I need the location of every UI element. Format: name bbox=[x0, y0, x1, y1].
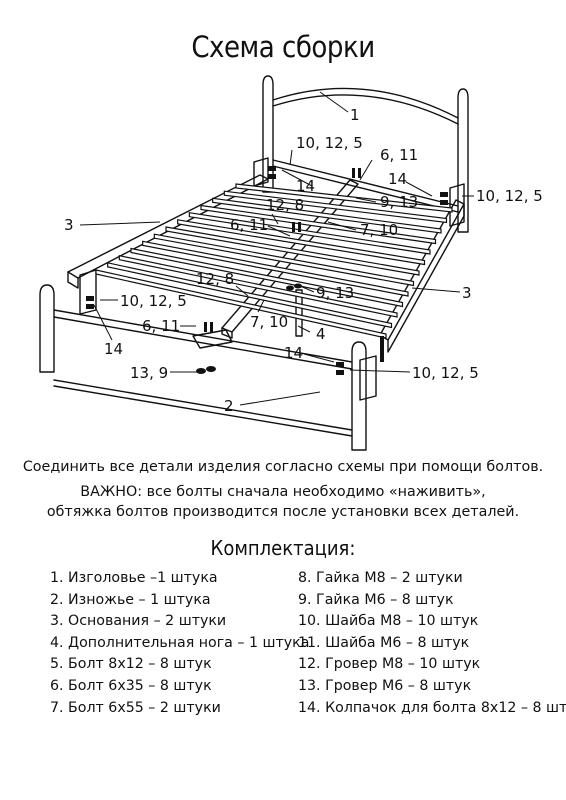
label-bolt-mid: 6, 11 bbox=[230, 216, 268, 234]
label-grover-mid: 12, 8 bbox=[196, 270, 234, 288]
headboard-bar bbox=[272, 159, 459, 207]
label-hw-foot-right: 10, 12, 5 bbox=[412, 364, 479, 382]
list-item: 7. Болт 6х55 – 2 штуки bbox=[50, 699, 221, 716]
slat bbox=[235, 183, 453, 213]
label-long-bolt-bottom: 7, 10 bbox=[250, 313, 288, 331]
label-cap-foot-left: 14 bbox=[104, 340, 123, 358]
label-nut-top: 9, 13 bbox=[380, 193, 418, 211]
label-nut-leg: 13, 9 bbox=[130, 364, 168, 382]
slat bbox=[212, 197, 442, 234]
kit-list-right: 8. Гайка М8 – 2 штуки 9. Гайка М6 – 8 шт… bbox=[298, 568, 566, 719]
footboard-bar bbox=[53, 309, 353, 363]
label-cap-foot-right: 14 bbox=[284, 344, 303, 362]
label-base-left: 3 bbox=[64, 216, 74, 234]
label-footboard: 2 bbox=[224, 397, 234, 415]
footboard-post-right bbox=[351, 341, 367, 451]
list-item: 4. Дополнительная нога – 1 штука bbox=[50, 634, 310, 651]
list-item: 12. Гровер М8 – 10 штук bbox=[298, 656, 481, 673]
list-item: 3. Основания – 2 штуки bbox=[50, 613, 227, 630]
label-nut-mid: 9, 13 bbox=[316, 284, 354, 302]
center-beam bbox=[221, 179, 359, 333]
slat bbox=[107, 262, 393, 329]
label-cap-head-right: 14 bbox=[388, 170, 407, 188]
leg-foot bbox=[192, 329, 233, 349]
label-cap-head-left: 14 bbox=[296, 177, 315, 195]
headboard-plate-right bbox=[449, 183, 465, 227]
extra-leg bbox=[295, 289, 303, 337]
label-long-bolt-top: 7, 10 bbox=[360, 221, 398, 239]
headboard-post-right bbox=[457, 88, 469, 233]
page-title: Схема сборки bbox=[191, 30, 375, 64]
slat bbox=[177, 219, 426, 266]
footboard-plate-left bbox=[79, 269, 97, 315]
list-item: 2. Изножье – 1 штука bbox=[50, 591, 211, 608]
slat bbox=[188, 211, 431, 255]
label-hw-head-right: 10, 12, 5 bbox=[476, 187, 543, 205]
label-hw-head-left: 10, 12, 5 bbox=[296, 134, 363, 152]
headboard-post-left bbox=[262, 75, 274, 193]
list-item: 9. Гайка М6 – 8 штук bbox=[298, 591, 454, 608]
slat bbox=[130, 247, 404, 308]
list-item: 5. Болт 8х12 – 8 штук bbox=[50, 656, 212, 673]
slat bbox=[153, 233, 415, 287]
slat bbox=[200, 204, 437, 245]
label-headboard: 1 bbox=[350, 106, 360, 124]
kit-list-left: 1. Изголовье –1 штука 2. Изножье – 1 шту… bbox=[50, 568, 309, 719]
list-item: 13. Гровер М6 – 8 штук bbox=[298, 677, 472, 694]
list-item: 1. Изголовье –1 штука bbox=[50, 570, 218, 586]
list-item: 14. Колпачок для болта 8х12 – 8 шт bbox=[298, 699, 566, 716]
slat bbox=[223, 190, 448, 224]
bed-assembly-diagram: 1 10, 12, 5 6, 11 14 14 10, 12, 5 9, 13 … bbox=[39, 75, 543, 451]
label-bolt-leg: 6, 11 bbox=[142, 317, 180, 335]
list-item: 11. Шайба М6 – 8 штук bbox=[298, 634, 470, 651]
label-hw-foot-left: 10, 12, 5 bbox=[120, 292, 187, 310]
headboard-arch bbox=[272, 87, 459, 119]
kit-title: Комплектация: bbox=[210, 536, 356, 560]
label-hw-center-top: 6, 11 bbox=[380, 146, 418, 164]
slat bbox=[165, 226, 420, 276]
instruction-line: Соединить все детали изделия согласно сх… bbox=[22, 459, 544, 475]
slat bbox=[95, 269, 387, 339]
list-item: 10. Шайба М8 – 10 штук bbox=[298, 613, 479, 630]
label-base-right: 3 bbox=[462, 284, 472, 302]
list-item: 8. Гайка М8 – 2 штуки bbox=[298, 570, 463, 586]
headboard-plate-left bbox=[253, 157, 269, 187]
footboard-plate-right bbox=[359, 355, 377, 401]
instruction-line: ВАЖНО: все болты сначала необходимо «наж… bbox=[80, 484, 486, 500]
instruction-line: обтяжка болтов производится после устано… bbox=[46, 504, 520, 520]
list-item: 6. Болт 6х35 – 8 штук bbox=[50, 677, 212, 694]
bolt-icons bbox=[86, 166, 448, 375]
footboard-post-left bbox=[39, 284, 55, 373]
slat bbox=[142, 240, 409, 297]
label-grover-top: 12, 8 bbox=[266, 196, 304, 214]
slat bbox=[118, 254, 398, 318]
label-extra-leg: 4 bbox=[316, 325, 326, 343]
